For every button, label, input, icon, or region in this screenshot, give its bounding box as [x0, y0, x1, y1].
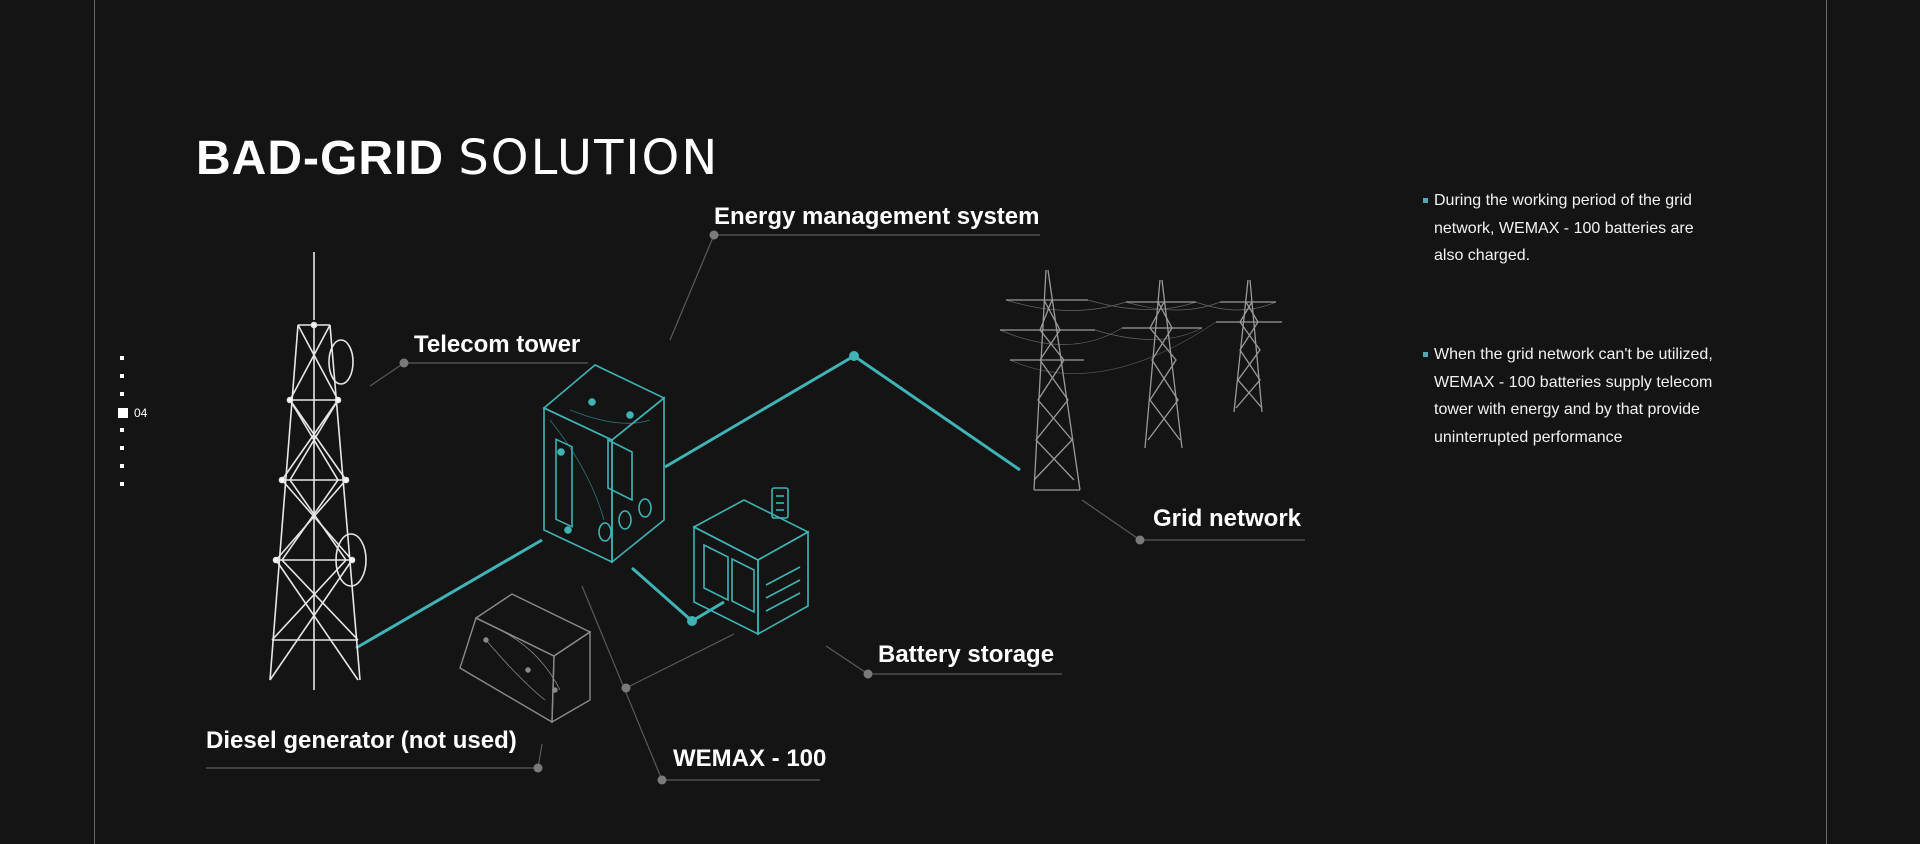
- bullet-icon: [1423, 198, 1428, 203]
- battery-storage-icon: [692, 487, 810, 636]
- pager-dot[interactable]: [120, 374, 124, 378]
- leader-lines: [206, 234, 1305, 781]
- note-text: When the grid network can't be utilized,…: [1434, 346, 1713, 446]
- leader-dots: [399, 230, 1145, 785]
- note-text: During the working period of the grid ne…: [1434, 192, 1694, 264]
- title-bold: BAD-GRID: [196, 132, 444, 185]
- notes-panel: During the working period of the grid ne…: [1423, 187, 1723, 270]
- label-grid-network: Grid network: [1153, 505, 1302, 532]
- pager-current-number: 04: [134, 406, 148, 420]
- pylon-small: [1216, 279, 1282, 413]
- pager-dot[interactable]: [120, 464, 124, 468]
- page-title: BAD-GRID SOLUTION: [196, 134, 719, 183]
- telecom-tower-icon: [269, 252, 367, 690]
- frame-line-right: [1826, 0, 1827, 844]
- connection-node: [849, 351, 859, 361]
- wemax-cabinet-icon: [542, 364, 666, 564]
- label-wemax: WEMAX - 100: [673, 745, 827, 772]
- connection-node: [687, 616, 697, 626]
- pylon-large: [1000, 269, 1095, 491]
- pager-dot-active[interactable]: [118, 408, 128, 418]
- pager-dot[interactable]: [120, 482, 124, 486]
- power-connection-lines: [355, 354, 1021, 650]
- label-energy-management-system: Energy management system: [714, 203, 1040, 230]
- frame-line-left: [94, 0, 95, 844]
- pager-dot[interactable]: [120, 446, 124, 450]
- note-item: When the grid network can't be utilized,…: [1423, 341, 1723, 451]
- notes-panel: When the grid network can't be utilized,…: [1423, 341, 1723, 451]
- label-battery-storage: Battery storage: [878, 641, 1055, 668]
- diesel-generator-icon: [459, 593, 592, 724]
- power-pylons-icon: [999, 269, 1282, 491]
- label-diesel-generator: Diesel generator (not used): [206, 727, 517, 754]
- title-light: SOLUTION: [458, 130, 720, 186]
- pager-dot[interactable]: [120, 356, 124, 360]
- pager-dot[interactable]: [120, 428, 124, 432]
- pylon-medium: [1122, 279, 1202, 449]
- pager-dot[interactable]: [120, 392, 124, 396]
- bullet-icon: [1423, 352, 1428, 357]
- note-item: During the working period of the grid ne…: [1423, 187, 1723, 270]
- slide-pager: 04: [118, 356, 178, 492]
- label-telecom-tower: Telecom tower: [414, 331, 581, 358]
